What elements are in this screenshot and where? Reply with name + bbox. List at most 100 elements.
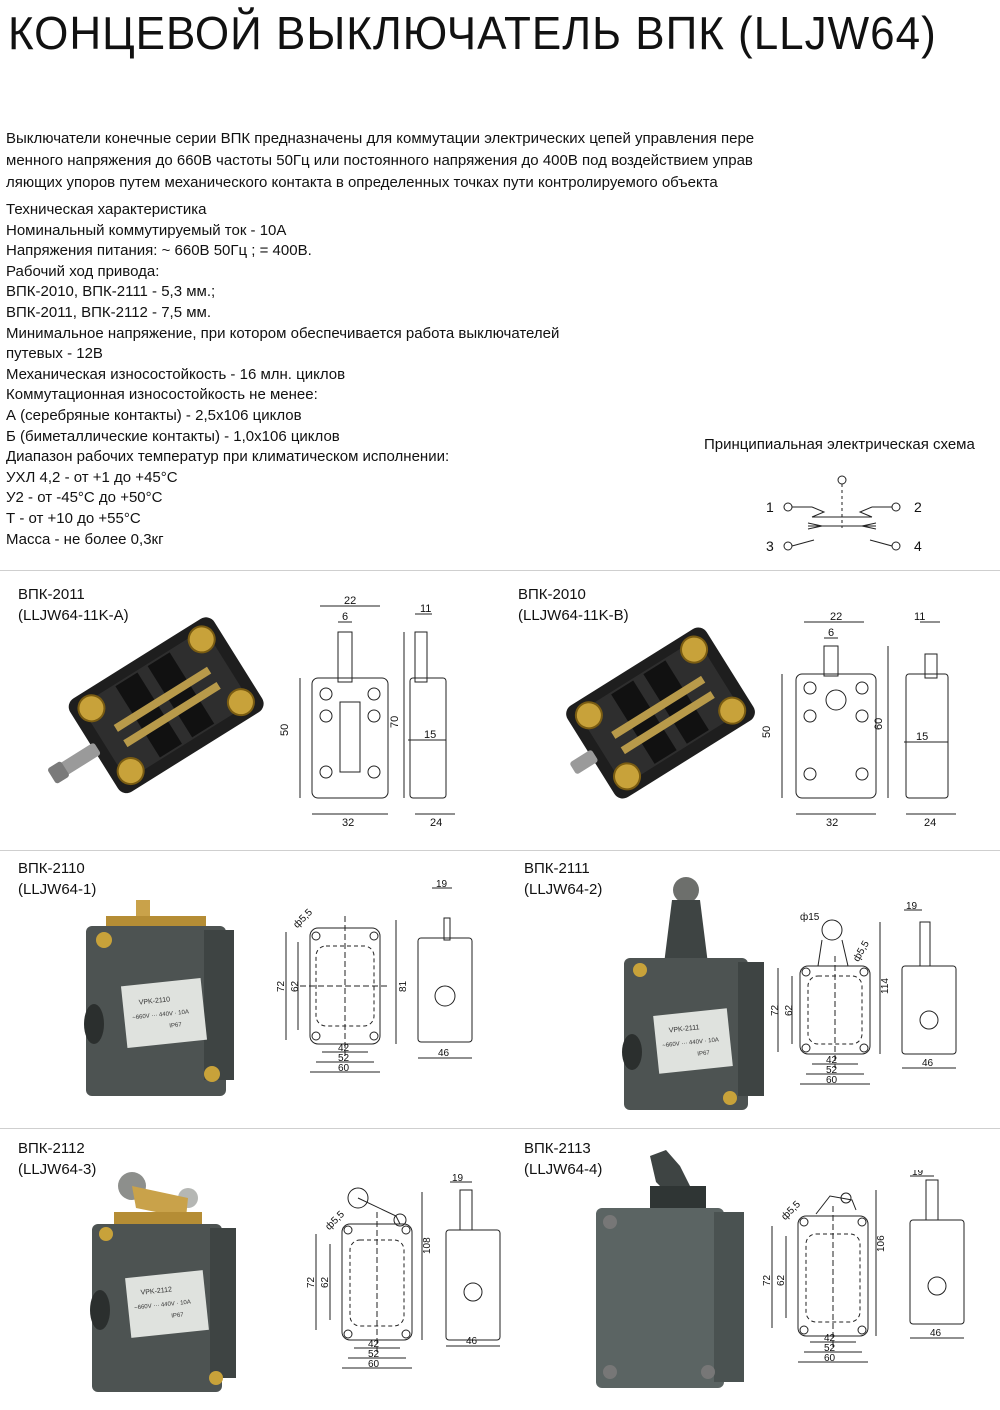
dim-label: 15: [916, 731, 928, 743]
product-code: (LLJW64-11K-B): [518, 607, 629, 624]
product-code: (LLJW64-11K-A): [18, 607, 129, 624]
dim-label: 62: [784, 1004, 795, 1016]
dim-label: 108: [422, 1237, 433, 1254]
label-model: VPK-2110: [138, 996, 170, 1006]
spec-line: Масса - не более 0,3кг: [6, 530, 164, 548]
product-code: (LLJW64-3): [18, 1161, 97, 1178]
dim-label: 6: [828, 627, 834, 639]
dim-label: 81: [398, 980, 409, 992]
dim-label: 62: [776, 1274, 787, 1286]
product-code: (LLJW64-2): [524, 881, 603, 898]
product-model: ВПК-2112: [18, 1140, 85, 1157]
dim-label: 52: [824, 1343, 836, 1354]
dimension-drawing-vpk-2010: 22 6 11 50 60 15 32 24: [761, 611, 956, 829]
dim-label: 52: [338, 1053, 350, 1064]
dimension-drawing-vpk-2112: ф5,5 72 62 108 42 52 60 19 46: [306, 1173, 501, 1370]
dim-label: 19: [906, 901, 918, 912]
dim-label: 19: [436, 879, 448, 890]
dim-label: 62: [320, 1276, 331, 1288]
label-spec: ~660V ··· 440V · 10A: [134, 1300, 191, 1312]
spec-line: Коммутационная износостойкость не менее:: [6, 386, 318, 404]
dim-label: 72: [306, 1276, 317, 1288]
spec-line: путевых - 12В: [6, 345, 103, 363]
dim-label: 60: [873, 718, 885, 730]
dim-label: 32: [342, 817, 354, 829]
switch-photo-lever: [596, 1150, 744, 1388]
product-model: ВПК-2011: [18, 586, 85, 603]
product-model: ВПК-2010: [518, 586, 586, 603]
product-caption-vpk-2111: ВПК-2111 (LLJW64-2): [524, 858, 602, 900]
dim-label: 62: [290, 980, 301, 992]
product-caption-vpk-2113: ВПК-2113 (LLJW64-4): [524, 1138, 602, 1180]
intro-line: ляющих упоров путем механического контак…: [6, 174, 718, 191]
product-caption-vpk-2110: ВПК-2110 (LLJW64-1): [18, 858, 96, 900]
terminal-4-label: 4: [914, 538, 922, 554]
intro-paragraph: Выключатели конечные серии ВПК предназна…: [6, 128, 806, 194]
dim-label: 50: [761, 726, 773, 738]
dim-label: 24: [430, 817, 442, 829]
divider: [0, 850, 1000, 851]
dim-label: 19: [912, 1170, 924, 1178]
spec-line: Техническая характеристика: [6, 201, 207, 218]
product-model: ВПК-2110: [18, 860, 85, 877]
spec-line: ВПК-2010, ВПК-2111 - 5,3 мм.;: [6, 283, 216, 301]
dim-label: ф5,5: [850, 938, 872, 964]
dim-label: ф5,5: [323, 1208, 347, 1232]
dim-label: 32: [826, 817, 838, 829]
spec-line: Б (биметаллические контакты) - 1,0х106 ц…: [6, 427, 340, 445]
dimension-drawing-vpk-2011: 22 6 11 50 70 15 32 24: [280, 595, 455, 829]
product-code: (LLJW64-1): [18, 881, 97, 898]
label-spec: ~660V ··· 440V · 10A: [662, 1037, 719, 1049]
label-ip: IP67: [171, 1312, 185, 1319]
product-model: ВПК-2113: [524, 1140, 591, 1157]
dim-label: 19: [452, 1173, 464, 1184]
spec-line: Номинальный коммутируемый ток - 10А: [6, 221, 287, 239]
dim-label: 42: [338, 1043, 350, 1054]
dimension-drawing-vpk-2111: ф15 ф5,5 72 62 114 42 52 60 19 46: [770, 901, 957, 1086]
dim-label: 6: [342, 611, 348, 623]
terminal-1-label: 1: [766, 499, 774, 515]
dim-label: 42: [368, 1339, 380, 1350]
dimension-drawing-vpk-2110: ф5,5 72 62 81 42 52 60 19 46: [276, 879, 473, 1074]
dim-label: 46: [466, 1336, 478, 1347]
dim-label: 72: [770, 1004, 781, 1016]
product-caption-vpk-2010: ВПК-2010 (LLJW64-11K-B): [518, 584, 629, 626]
switch-photo-plunger: VPK-2110 ~660V ··· 440V · 10A IP67: [84, 900, 234, 1096]
dim-label: 72: [762, 1274, 773, 1286]
spec-line: ВПК-2011, ВПК-2112 - 7,5 мм.: [6, 303, 212, 321]
label-model: VPK-2112: [140, 1286, 172, 1296]
spec-line: Рабочий ход привода:: [6, 262, 160, 280]
dim-label: ф15: [800, 911, 820, 923]
product-caption-vpk-2011: ВПК-2011 (LLJW64-11K-A): [18, 584, 129, 626]
switch-photo-short-pin: [566, 627, 755, 799]
switch-photo-lever-roller: VPK-2112 ~660V ··· 440V · 10A IP67: [90, 1172, 236, 1392]
dim-label: 42: [826, 1055, 838, 1066]
dim-label: 42: [824, 1333, 836, 1344]
intro-line: Выключатели конечные серии ВПК предназна…: [6, 130, 755, 147]
page-title: КОНЦЕВОЙ ВЫКЛЮЧАТЕЛЬ ВПК (LLJW64): [8, 8, 937, 60]
label-model: VPK-2111: [668, 1024, 700, 1034]
intro-line: менного напряжения до 660В частоты 50Гц …: [6, 152, 753, 169]
dim-label: 52: [368, 1349, 380, 1360]
dim-label: 50: [280, 724, 291, 736]
circuit-schematic: 1 2 3 4: [766, 475, 922, 554]
schema-caption: Принципиальная электрическая схема: [704, 436, 975, 453]
label-ip: IP67: [169, 1022, 183, 1029]
dim-label: 11: [420, 603, 431, 615]
divider: [0, 570, 1000, 571]
dim-label: 46: [922, 1058, 934, 1069]
dim-label: 72: [276, 980, 287, 992]
dim-label: 106: [876, 1235, 887, 1252]
spec-line: Напряжения питания: ~ 660В 50Гц ; = 400В…: [6, 242, 312, 260]
dim-label: ф5,5: [291, 906, 315, 930]
terminal-3-label: 3: [766, 538, 774, 554]
spec-line: УХЛ 4,2 - от +1 до +45°С: [6, 468, 178, 486]
divider: [0, 1128, 1000, 1129]
dim-label: 46: [438, 1048, 450, 1059]
product-code: (LLJW64-4): [524, 1161, 603, 1178]
spec-line: У2 - от -45°С до +50°С: [6, 489, 163, 507]
label-spec: ~660V ··· 440V · 10A: [132, 1009, 189, 1021]
dim-label: 52: [826, 1065, 838, 1076]
product-caption-vpk-2112: ВПК-2112 (LLJW64-3): [18, 1138, 96, 1180]
label-ip: IP67: [697, 1050, 711, 1057]
